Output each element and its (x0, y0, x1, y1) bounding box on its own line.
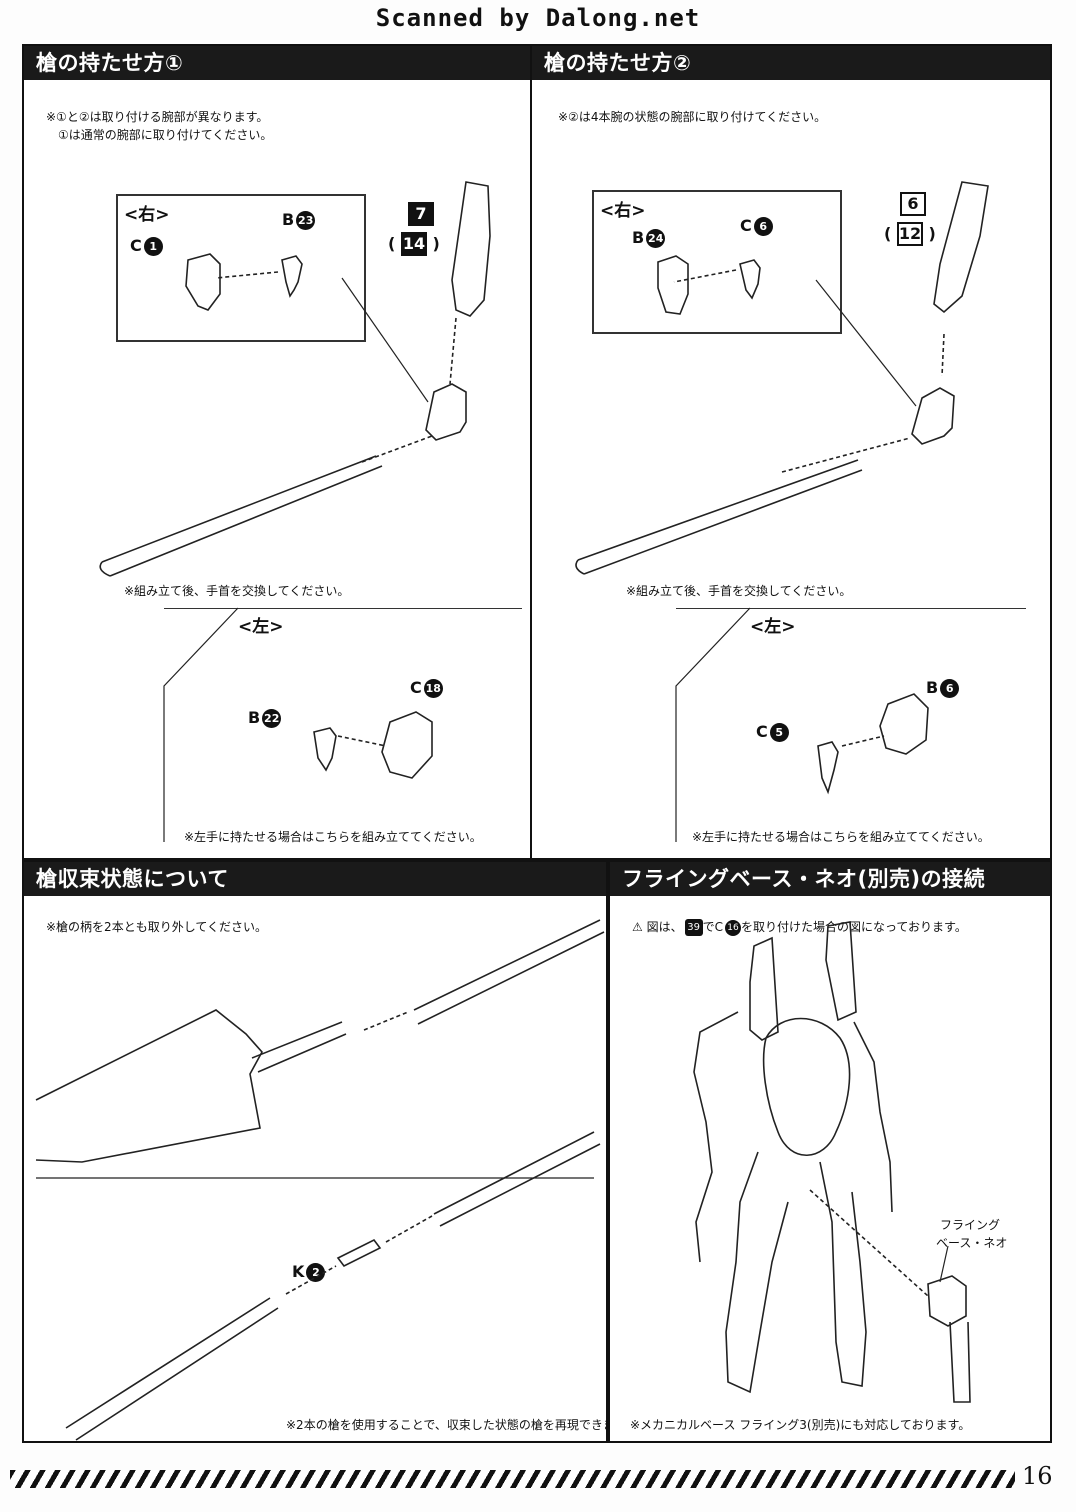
step-alt: ( 14 ) (388, 232, 440, 256)
panel1-illustration (99, 181, 491, 842)
left-label: <左> (238, 617, 284, 637)
footer-stripe (10, 1470, 1015, 1488)
note-left: ※左手に持たせる場合はこちらを組み立ててください。 (184, 830, 482, 844)
note-line: ①は通常の腕部に取り付けてください。 (58, 128, 273, 142)
panel-spear-hold-1: 槍の持たせ方① ※①と②は取り付ける腕部が異なります。 ①は通常の腕部に取り付け… (22, 44, 532, 860)
note-line: ※②は4本腕の状態の腕部に取り付けてください。 (558, 110, 827, 124)
base-label: フライング (940, 1218, 1001, 1232)
step-main: 6 (900, 192, 926, 216)
warning-icon: ⚠ (632, 920, 643, 934)
note-left: ※左手に持たせる場合はこちらを組み立ててください。 (692, 830, 990, 844)
left-hand-frame (676, 608, 1026, 858)
right-hand-box (592, 190, 842, 334)
panel-title: 槍収束状態について (24, 862, 606, 896)
note-top: ※槍の柄を2本とも取り外してください。 (46, 920, 267, 934)
note-bottom: ※メカニカルベース フライング3(別売)にも対応しております。 (630, 1418, 971, 1432)
base-label: ベース・ネオ (936, 1236, 1008, 1250)
panel3-illustration (35, 919, 605, 1441)
panel2-illustration (575, 181, 989, 842)
right-label: <右> (600, 201, 646, 221)
step-alt: ( 12 ) (884, 222, 936, 246)
panel-title: フライングベース・ネオ(別売)の接続 (610, 862, 1050, 896)
right-hand-box (116, 194, 366, 342)
note-bottom: ※2本の槍を使用することで、収束した状態の槍を再現できます。 (286, 1418, 608, 1432)
panel-title: 槍の持たせ方① (24, 46, 530, 80)
panel4-illustration (693, 921, 971, 1403)
note-line: ※①と②は取り付ける腕部が異なります。 (46, 110, 269, 124)
note-after: ※組み立て後、手首を交換してください。 (124, 584, 350, 598)
note-after: ※組み立て後、手首を交換してください。 (626, 584, 852, 598)
watermark-text: Scanned by Dalong.net (375, 4, 701, 32)
page-number: 16 (1022, 1462, 1053, 1490)
panel-title: 槍の持たせ方② (532, 46, 1050, 80)
left-label: <左> (750, 617, 796, 637)
right-label: <右> (124, 205, 170, 225)
left-hand-frame (164, 608, 522, 858)
step-main: 7 (408, 202, 434, 226)
